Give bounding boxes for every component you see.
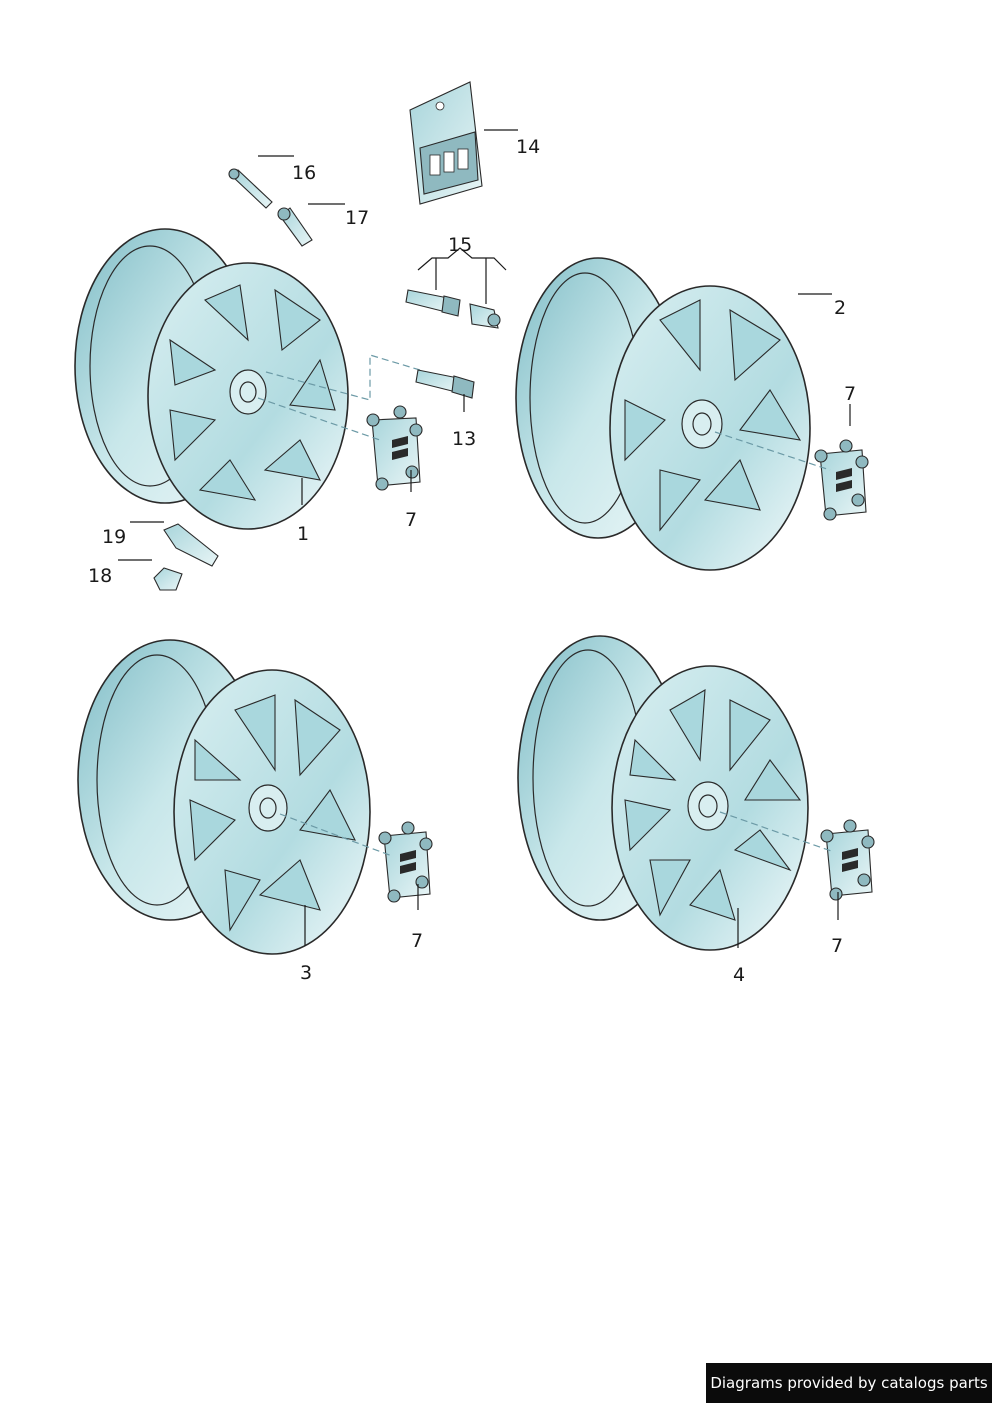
callout-3: 3 xyxy=(300,962,312,984)
leader-lines xyxy=(118,129,851,948)
callout-2: 2 xyxy=(834,297,846,319)
bolt-kit-box xyxy=(409,81,483,205)
callout-7-wheel-4: 7 xyxy=(831,935,843,957)
callout-13: 13 xyxy=(452,428,476,450)
callout-7-wheel-3: 7 xyxy=(411,930,423,952)
tpms-valve xyxy=(277,207,313,247)
wheel-2 xyxy=(515,257,811,571)
wheel-bolt-b xyxy=(469,303,501,329)
callout-19: 19 xyxy=(102,526,126,548)
center-cap-7b xyxy=(814,439,869,521)
footer-credit-badge: Diagrams provided by catalogs parts xyxy=(706,1363,992,1403)
callout-18: 18 xyxy=(88,565,112,587)
callout-7-wheel-1: 7 xyxy=(405,509,417,531)
wheel-4 xyxy=(517,635,809,951)
wheel-1 xyxy=(74,228,349,530)
wheel-3 xyxy=(77,639,371,955)
callout-16: 16 xyxy=(292,162,316,184)
center-cap-7c xyxy=(378,821,433,903)
tpms-sensor xyxy=(163,523,219,567)
wheel-bolt-a xyxy=(405,289,461,317)
callout-4: 4 xyxy=(733,964,745,986)
callout-17: 17 xyxy=(345,207,369,229)
callout-15: 15 xyxy=(448,234,472,256)
center-cap-7a xyxy=(366,405,423,491)
callout-1: 1 xyxy=(297,523,309,545)
callout-14: 14 xyxy=(516,136,540,158)
center-cap-7d xyxy=(820,819,875,901)
lock-bolt xyxy=(415,369,475,399)
valve-stem xyxy=(228,168,273,209)
footer-credit-text: Diagrams provided by catalogs parts xyxy=(710,1374,988,1392)
sensor-clip xyxy=(153,567,183,591)
callout-7-wheel-2: 7 xyxy=(844,383,856,405)
